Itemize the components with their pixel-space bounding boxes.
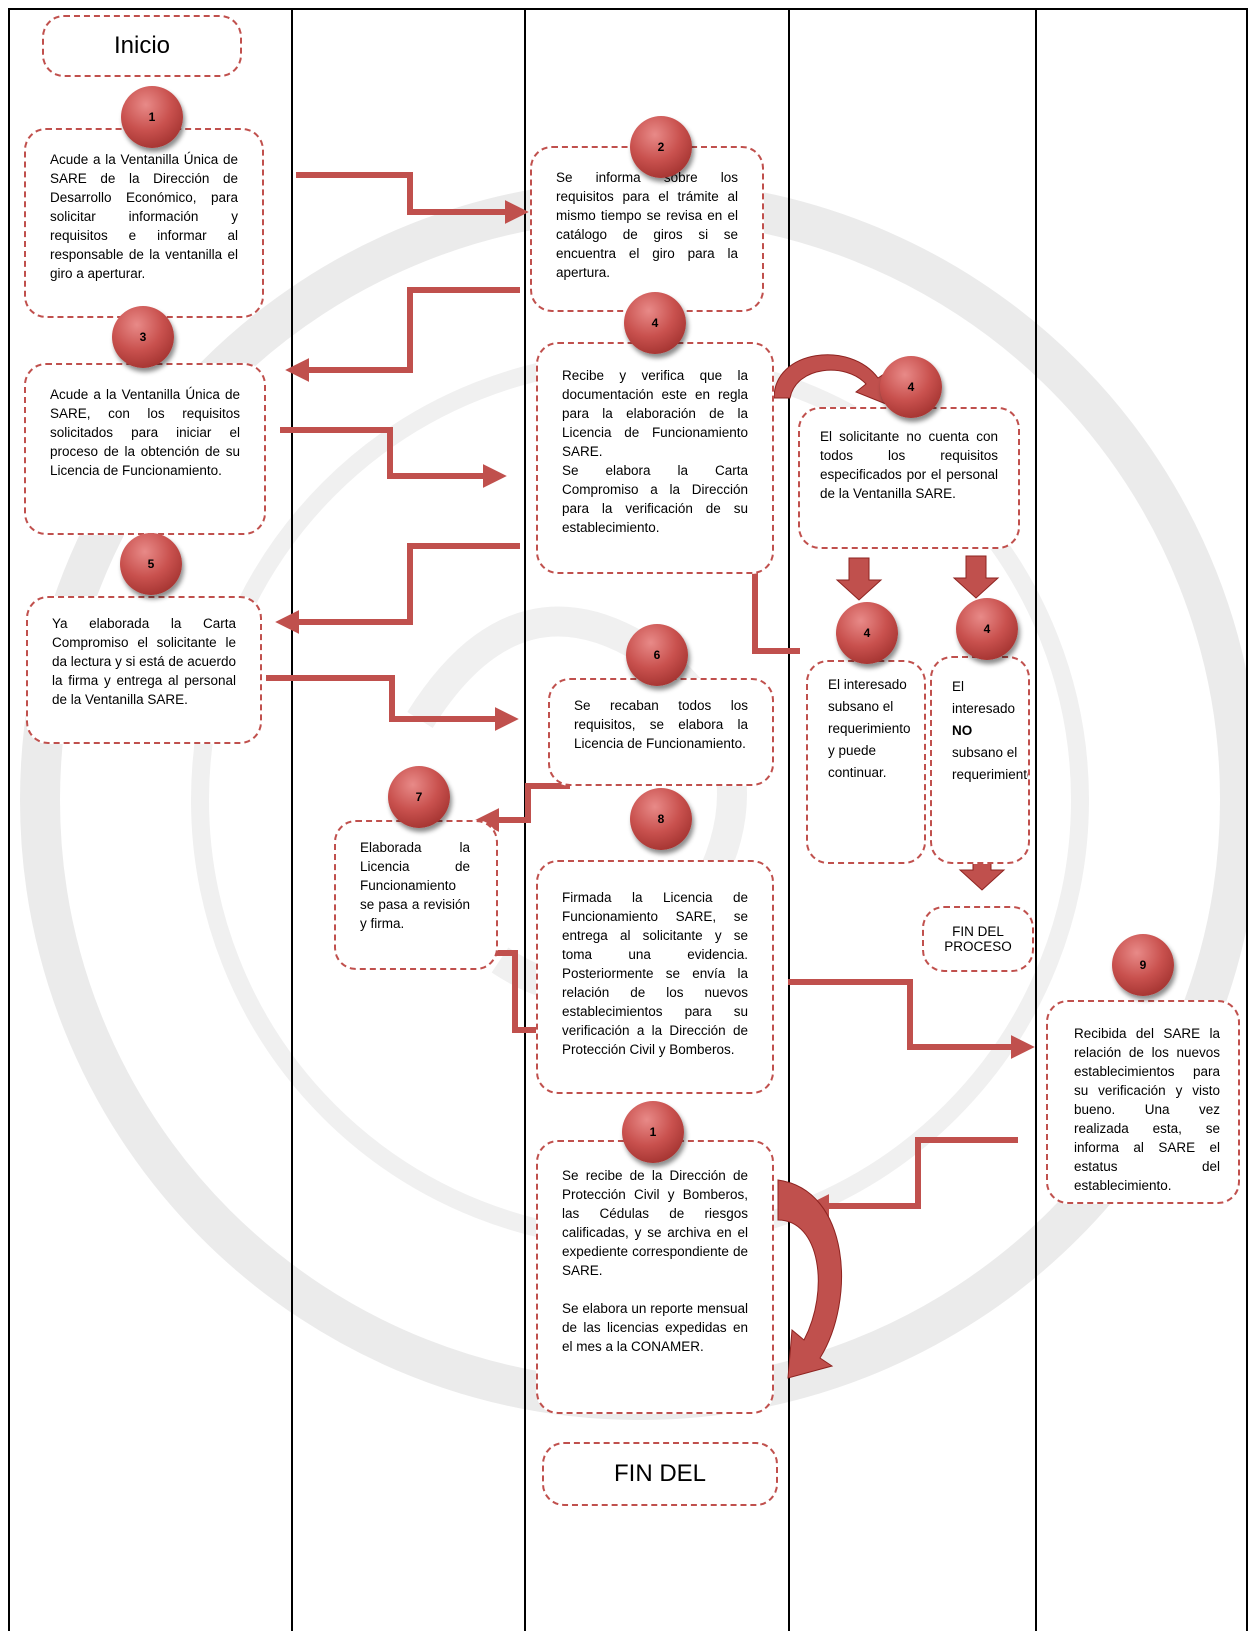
curved-arrow-to-4b [773,354,891,405]
lane-divider-4 [788,8,790,1631]
arrow-3-to-4 [280,427,507,488]
step-6-box: Se recaban todos los requisitos, se elab… [548,678,774,786]
step-2-badge: 2 [630,116,692,178]
start-label: Inicio [113,32,171,59]
lane-divider-5 [1035,8,1037,1631]
lane-divider-2 [291,8,293,1631]
table-top-border [8,8,1248,10]
step-final-text-2: Se elabora un reporte mensual de las lic… [562,1301,748,1354]
step-final-text: Se recibe de la Dirección de Protección … [562,1168,748,1278]
step-7-text: Elaborada la Licencia de Funcionamiento … [360,840,470,931]
step-8-box: Firmada la Licencia de Funcionamiento SA… [536,860,774,1094]
step-final-box: Se recibe de la Dirección de Protección … [536,1140,774,1414]
arrow-4a-back-to-4 [701,550,800,654]
lane-divider-6 [1246,8,1248,1631]
step-1-badge: 1 [121,86,183,148]
step-4-not-corrected-box: El interesado NO subsano el requerimient… [930,656,1030,864]
step-3-text: Acude a la Ventanilla Única de SARE, con… [50,387,240,478]
step-8-badge: 8 [630,788,692,850]
step-3-badge: 3 [112,306,174,368]
step-4-corrected-box: El interesado subsano el requerimiento y… [806,660,926,864]
end-terminal: FIN DEL [542,1442,778,1506]
step-4-corrected-text: El interesado subsano el requerimiento y… [828,677,911,780]
step-4-missing-box: El solicitante no cuenta con todos los r… [798,407,1020,549]
step-6-badge: 6 [626,624,688,686]
step-9-badge: 9 [1112,934,1174,996]
step-9-box: Recibida del SARE la relación de los nue… [1046,1000,1240,1204]
arrow-6-to-7 [475,783,570,832]
step-4-text-2: Se elabora la Carta Compromiso a la Dire… [562,463,748,535]
arrow-9-to-1b [805,1137,1018,1218]
step-4-box: Recibe y verifica que la documentación e… [536,342,774,574]
step-6-text: Se recaban todos los requisitos, se elab… [574,698,748,751]
arrow-2-to-3 [285,287,520,382]
end-process-label: FIN DEL PROCESO [944,924,1012,954]
step-4-missing-text: El solicitante no cuenta con todos los r… [820,429,998,501]
step-3-box: Acude a la Ventanilla Única de SARE, con… [24,363,266,535]
step-1-text: Acude a la Ventanilla Única de SARE de l… [50,152,238,281]
step-8-text: Firmada la Licencia de Funcionamiento SA… [562,890,748,1057]
step-final-badge: 1 [622,1101,684,1163]
arrow-8-to-9 [788,979,1035,1059]
step-4-text: Recibe y verifica que la documentación e… [562,368,748,459]
block-arrow-down-1 [835,557,883,601]
step-1-box: Acude a la Ventanilla Única de SARE de l… [24,128,264,318]
step-9-text: Recibida del SARE la relación de los nue… [1074,1026,1220,1193]
step-4-corrected-badge: 4 [836,602,898,664]
arrow-7-to-8 [484,950,563,1042]
end-label: FIN DEL [613,1460,706,1487]
curved-arrow-loop [777,1179,843,1379]
end-process-terminal: FIN DEL PROCESO [922,906,1034,972]
start-terminal: Inicio [42,15,242,77]
step-5-text: Ya elaborada la Carta Compromiso el soli… [52,616,236,707]
arrow-4-to-5 [275,543,520,634]
arrow-5-to-6 [266,675,519,731]
step-4-not-corrected-text: El interesado NO subsano el requerimient… [952,679,1030,782]
arrow-1-to-2 [296,172,529,224]
lane-divider-1 [8,8,10,1631]
step-4-badge: 4 [624,292,686,354]
step-7-box: Elaborada la Licencia de Funcionamiento … [334,820,498,970]
step-5-box: Ya elaborada la Carta Compromiso el soli… [26,596,262,744]
step-7-badge: 7 [388,766,450,828]
block-arrow-down-2 [952,555,1000,599]
step-4-missing-badge: 4 [880,356,942,418]
step-5-badge: 5 [120,533,182,595]
step-4-not-corrected-badge: 4 [956,598,1018,660]
step-2-text: Se informa sobre los requisitos para el … [556,170,738,280]
